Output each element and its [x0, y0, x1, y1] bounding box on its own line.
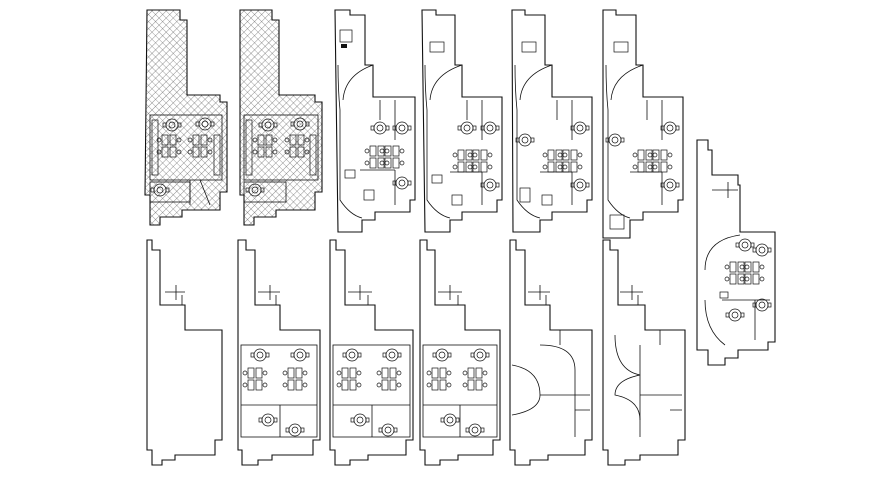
floor-plan-bottom-5	[509, 239, 593, 466]
floor-plan-bottom-3	[329, 239, 414, 466]
floor-plan-bottom-4	[419, 239, 501, 466]
floor-plan-top-5	[511, 9, 593, 233]
floor-plan-top-1	[144, 9, 228, 226]
floor-plan-bottom-1	[146, 239, 223, 466]
floor-plan-top-6	[602, 9, 684, 239]
floor-plan-side	[696, 139, 776, 366]
floor-plan-top-3	[334, 9, 416, 233]
floor-plan-bottom-6	[602, 239, 686, 466]
floor-plan-top-4	[421, 9, 503, 233]
floor-plan-bottom-2	[237, 239, 321, 466]
floor-plan-top-2	[239, 9, 323, 226]
